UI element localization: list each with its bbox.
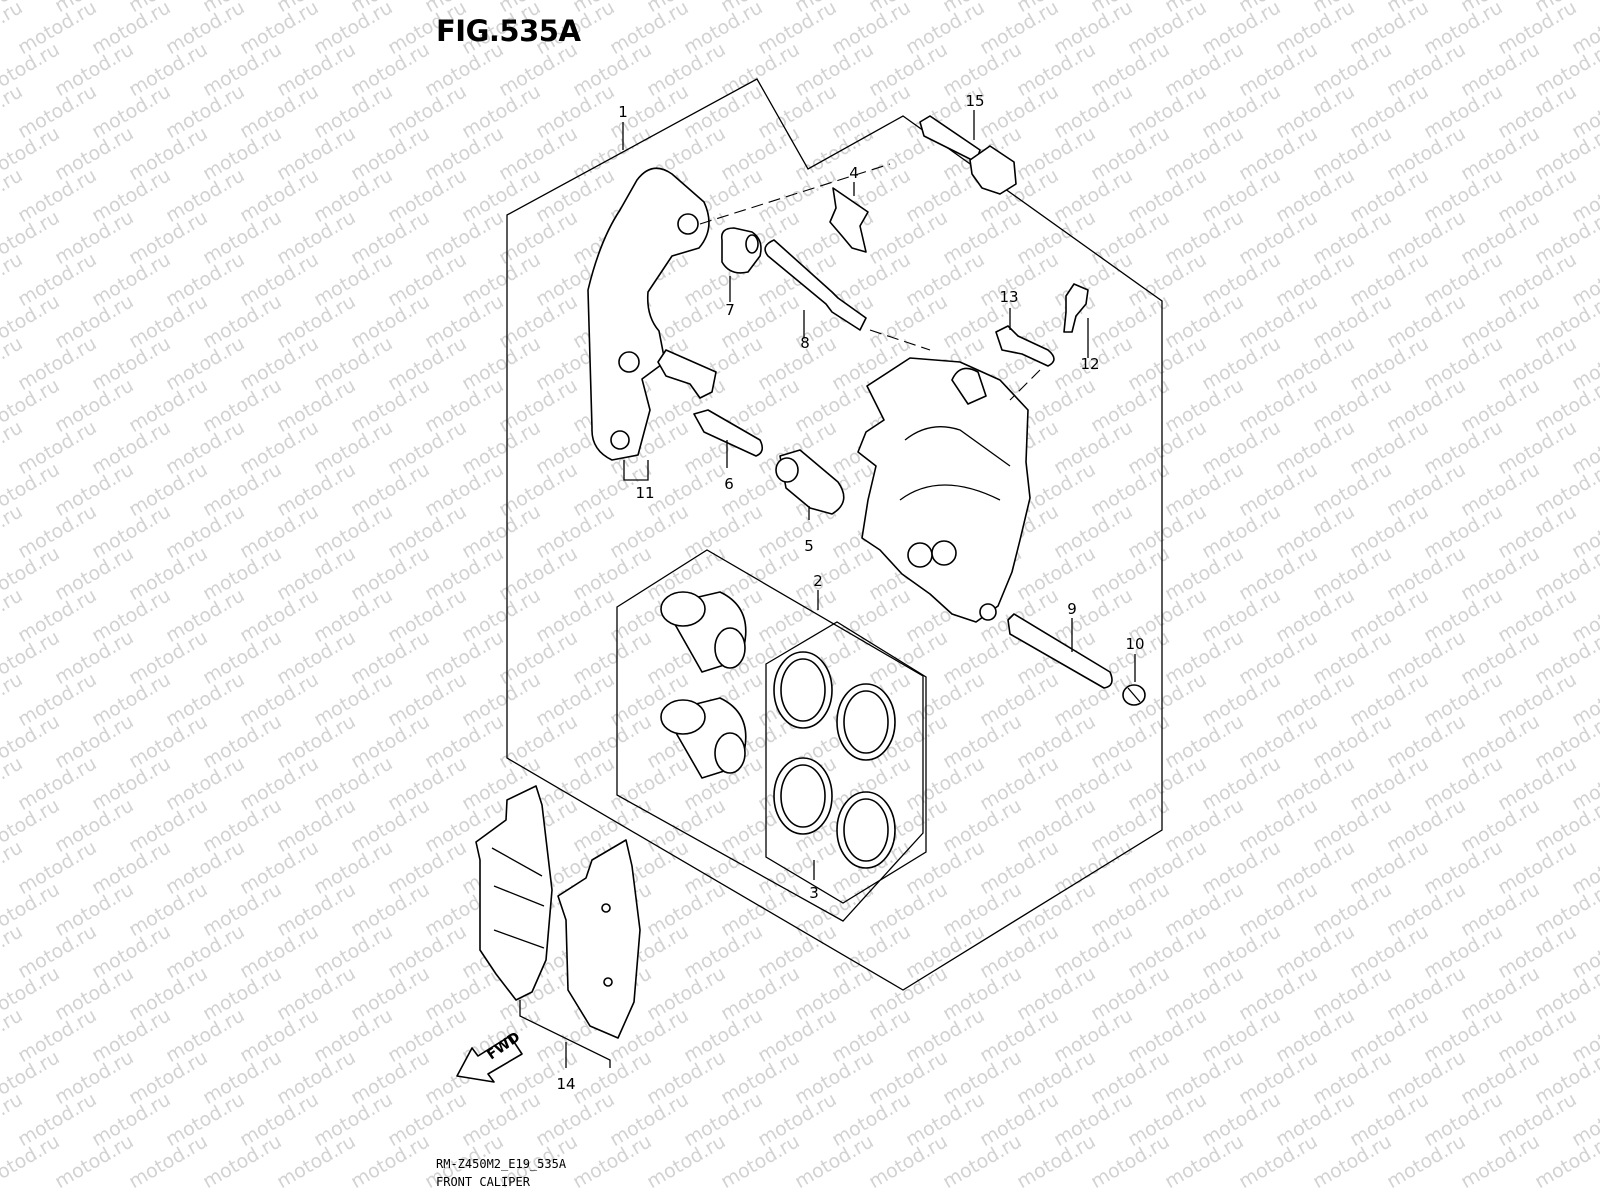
mounting-bolt: [919, 115, 1017, 195]
caliper-body: [857, 357, 1031, 623]
callout-14: 14: [556, 1075, 575, 1093]
callout-8: 8: [800, 334, 810, 352]
pad-pin-part: [1007, 613, 1113, 689]
seal-rings: [773, 651, 896, 869]
callout-2: 2: [813, 572, 823, 590]
model-code: RM-Z450M2_E19_535A: [436, 1157, 567, 1171]
callout-4: 4: [849, 164, 859, 182]
callout-6: 6: [724, 475, 734, 493]
callout-12: 12: [1080, 355, 1099, 373]
caliper-pin-bolt: [775, 449, 845, 515]
diagram-caption: RM-Z450M2_E19_535A FRONT CALIPER: [436, 1155, 566, 1191]
bracket-clip-part: [657, 349, 717, 399]
callout-9: 9: [1067, 600, 1077, 618]
slide-pin-lower: [693, 409, 764, 457]
callout-numbers: 1 2 3 4 5 6 7 8 9 10 11 12 13 14 15: [556, 92, 1144, 1093]
bleeder-cap-part: [995, 325, 1055, 367]
piston-upper: [660, 591, 747, 673]
forward-direction-arrow: FWD: [456, 1029, 523, 1083]
section-name: FRONT CALIPER: [436, 1175, 530, 1189]
callout-11: 11: [635, 484, 654, 502]
caliper-bracket: [587, 167, 710, 461]
callout-13: 13: [999, 288, 1018, 306]
assembly-boundary: [506, 78, 1163, 991]
callout-1: 1: [618, 103, 628, 121]
piston-kit-box: [616, 549, 924, 922]
boot-part: [720, 227, 762, 274]
brake-pad-front: [475, 785, 553, 1001]
slide-pin-upper: [764, 239, 867, 331]
callout-5: 5: [804, 537, 814, 555]
pad-spring-part: [829, 187, 869, 253]
bleeder-screw-part: [1063, 283, 1089, 333]
seal-kit-box: [765, 621, 927, 904]
brake-pad-rear: [557, 839, 641, 1039]
callout-15: 15: [965, 92, 984, 110]
assembly-lines: [699, 163, 1041, 401]
callout-7: 7: [725, 301, 735, 319]
callout-3: 3: [809, 884, 819, 902]
piston-lower: [660, 697, 747, 779]
pin-plug-part: [1122, 684, 1146, 706]
figure-title: FIG.535A: [436, 14, 581, 48]
leader-lines: [519, 110, 1136, 1068]
callout-10: 10: [1125, 635, 1144, 653]
